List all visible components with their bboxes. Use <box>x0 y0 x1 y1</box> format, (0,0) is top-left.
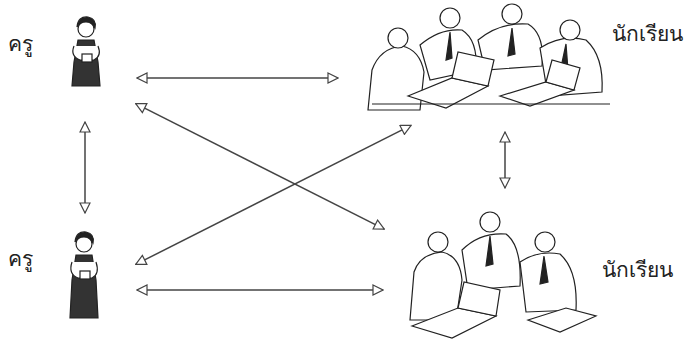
teacher-node: ครู <box>0 10 125 110</box>
node-label: ครู <box>8 32 33 57</box>
double-arrow <box>137 289 383 291</box>
double-arrow <box>84 122 86 213</box>
student-group-figure <box>410 212 596 338</box>
student-group-figure <box>368 4 610 110</box>
double-arrow <box>137 77 338 79</box>
double-arrow <box>504 132 506 188</box>
teacher-node: ครู <box>0 225 125 335</box>
node-label: ครู <box>8 247 33 272</box>
student-group-node: นักเรียน <box>350 0 688 120</box>
node-label: นักเรียน <box>612 22 683 47</box>
teacher-figure <box>70 232 98 318</box>
double-arrow <box>136 125 411 264</box>
student-group-node: นักเรียน <box>395 200 688 341</box>
teacher-figure <box>72 17 100 86</box>
double-arrow <box>136 104 385 229</box>
node-label: นักเรียน <box>602 258 673 283</box>
